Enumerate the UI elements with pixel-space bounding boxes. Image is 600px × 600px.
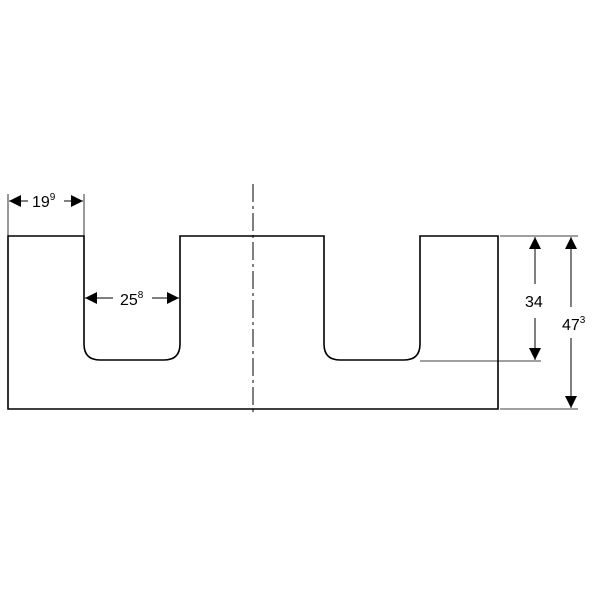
svg-text:199: 199: [32, 192, 56, 211]
dimension-slot-width: 258: [85, 290, 179, 309]
dimension-total-height-sup: 3: [580, 315, 586, 326]
svg-text:473: 473: [562, 315, 586, 334]
profile-outline: [7, 235, 499, 410]
svg-text:258: 258: [120, 290, 144, 309]
dimension-leg-width-value: 19: [32, 194, 50, 211]
dimension-slot-width-value: 25: [120, 292, 138, 309]
dimension-total-height-value: 47: [562, 317, 580, 334]
dimension-total-height: 473: [562, 237, 586, 408]
dimension-slot-depth: 34: [525, 237, 543, 360]
dimension-slot-depth-value: 34: [525, 294, 543, 311]
dimension-leg-width-sup: 9: [50, 192, 56, 203]
dimension-leg-width: 199: [7, 192, 85, 236]
dimension-slot-width-sup: 8: [138, 290, 144, 301]
